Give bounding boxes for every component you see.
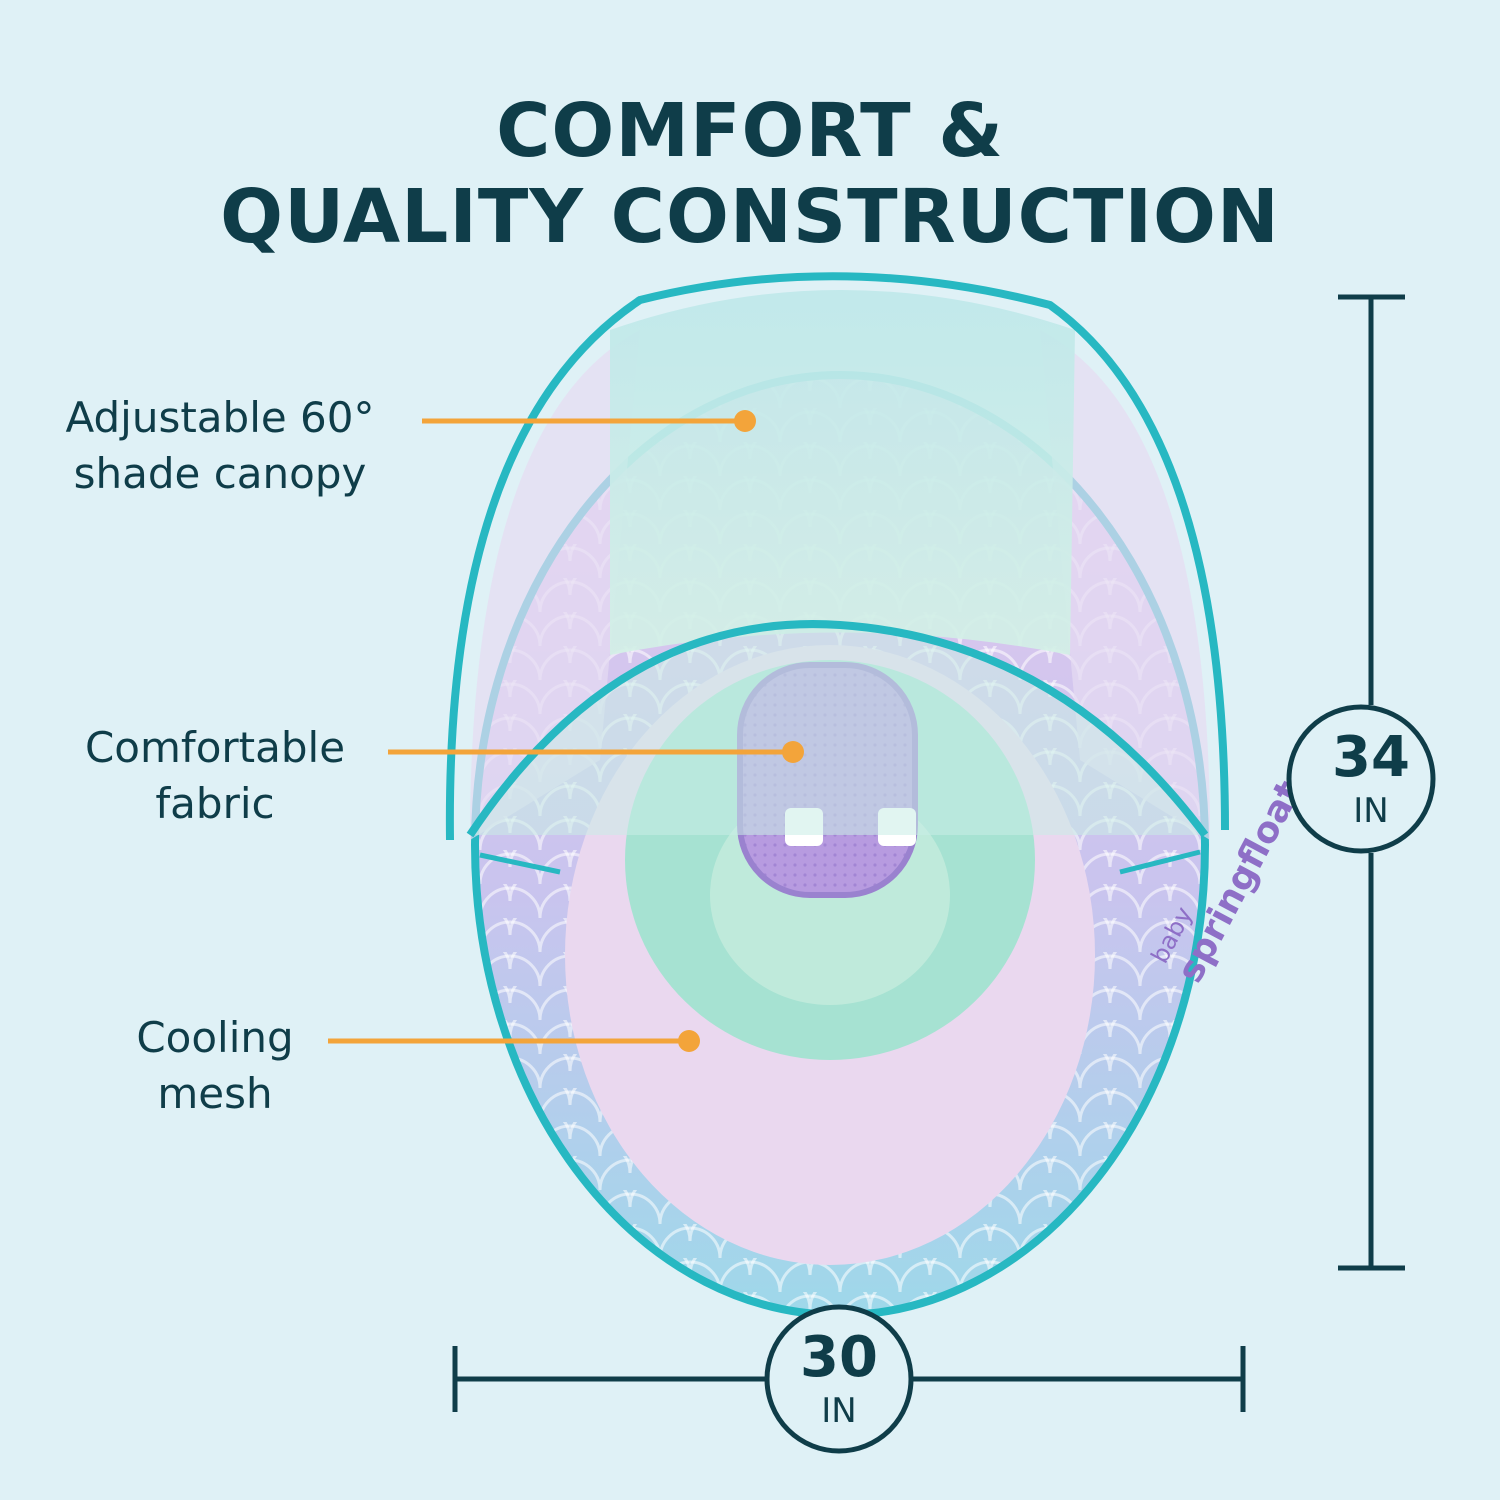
callout-fabric-line-2: fabric (155, 779, 275, 828)
page-title: COMFORT & QUALITY CONSTRUCTION (0, 88, 1500, 260)
width-dimension: 30 IN (452, 1304, 1246, 1454)
callout-label-canopy: Adjustable 60° shade canopy (30, 390, 410, 502)
shade-canopy (445, 272, 1229, 875)
callout-mesh-line-2: mesh (157, 1069, 273, 1118)
callout-pointer-fabric (388, 741, 804, 763)
orange-dot-pointer-icon (678, 1030, 700, 1052)
height-unit: IN (1353, 791, 1388, 831)
callout-mesh-line-1: Cooling (136, 1013, 294, 1062)
orange-dot-pointer-icon (782, 741, 804, 763)
callout-label-mesh: Cooling mesh (80, 1010, 350, 1122)
width-value: 30 (800, 1325, 878, 1390)
callout-label-fabric: Comfortable fabric (50, 720, 380, 832)
callout-fabric-line-1: Comfortable (84, 723, 346, 772)
callout-canopy-line-1: Adjustable 60° (65, 393, 375, 442)
callout-pointer-mesh (328, 1030, 700, 1052)
title-line-1: COMFORT & (496, 88, 1004, 174)
orange-dot-pointer-icon (734, 410, 756, 432)
title-line-2: QUALITY CONSTRUCTION (220, 174, 1280, 260)
height-dimension: 34 IN (1286, 294, 1436, 1271)
callout-pointer-canopy (422, 410, 756, 432)
height-value: 34 (1332, 725, 1410, 790)
width-unit: IN (821, 1391, 856, 1431)
callout-canopy-line-2: shade canopy (73, 449, 367, 498)
